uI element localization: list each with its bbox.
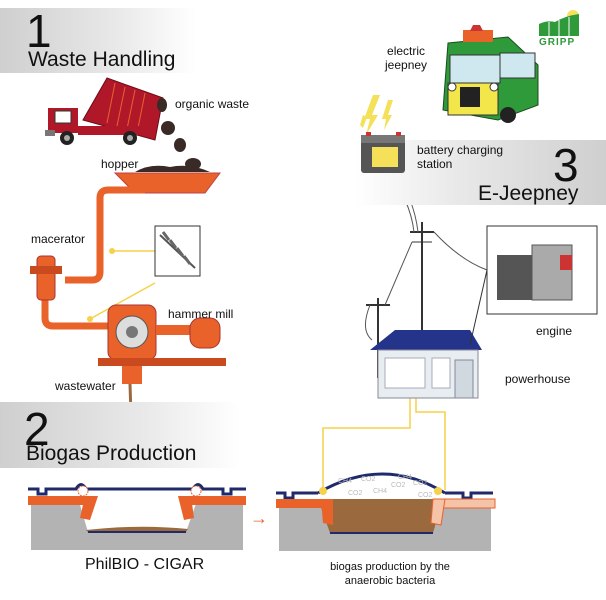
section-2-title: Biogas Production — [26, 442, 197, 465]
gas-label: CH4 — [338, 478, 352, 485]
gas-label: CO2 — [418, 492, 433, 499]
engine-label: engine — [536, 324, 573, 338]
battery-label-line1: battery charging — [417, 143, 504, 157]
jeepney-label-line1: electric — [387, 44, 426, 58]
jeepney-label-line2: jeepney — [385, 58, 428, 72]
gas-label: CO2 — [361, 476, 376, 483]
macerator-label: macerator — [31, 232, 86, 246]
gas-label: CO2 — [413, 480, 428, 487]
section-2-number: 2 — [24, 403, 50, 455]
biogas-caption-line2: anaerobic bacteria — [344, 575, 436, 587]
battery-illustration — [360, 95, 405, 173]
gas-label: CO2 — [391, 482, 406, 489]
jeepney-label: electric jeepney — [385, 44, 427, 72]
organic-waste-label: organic waste — [175, 97, 250, 111]
section-3-title: E-Jeepney — [478, 182, 579, 205]
digester-empty-illustration — [28, 483, 246, 550]
philbio-label: PhilBIO - CIGAR — [85, 556, 205, 573]
process-arrow: → — [250, 508, 268, 528]
battery-label: battery charging station — [417, 143, 503, 171]
section-2-banner — [0, 402, 240, 468]
section-1-title: Waste Handling — [28, 48, 176, 71]
electric-jeepney-illustration — [442, 25, 539, 123]
battery-label-line2: station — [417, 157, 453, 171]
biogas-caption-line1: biogas production by the — [330, 561, 450, 573]
gripp-logo: GRIPP — [537, 8, 583, 50]
macerator-callout — [87, 248, 156, 322]
wastewater-label: wastewater — [55, 379, 116, 393]
section-1-banner — [0, 8, 196, 73]
section-1-number: 1 — [26, 5, 52, 57]
biogas-caption: biogas production by the anaerobic bacte… — [330, 560, 450, 588]
hammer-mill-label: hammer mill — [168, 307, 234, 321]
waste-processing-illustration — [30, 165, 226, 416]
digester-active-illustration: CH4 CO2 CO2 CH4 CO2 CH4 CO2 CO2 — [276, 472, 496, 551]
organic-waste-illustration — [157, 98, 201, 170]
gas-label: CH4 — [373, 488, 387, 495]
hopper-label: hopper — [101, 157, 139, 171]
gripp-logo-text: GRIPP — [539, 37, 576, 48]
gas-label: CH4 — [398, 474, 412, 481]
dump-truck-illustration — [45, 77, 164, 145]
section-3-number: 3 — [553, 139, 579, 191]
gripp-logo-graphic — [539, 10, 579, 36]
powerhouse-label: powerhouse — [505, 372, 571, 386]
gas-label: CO2 — [348, 490, 363, 497]
